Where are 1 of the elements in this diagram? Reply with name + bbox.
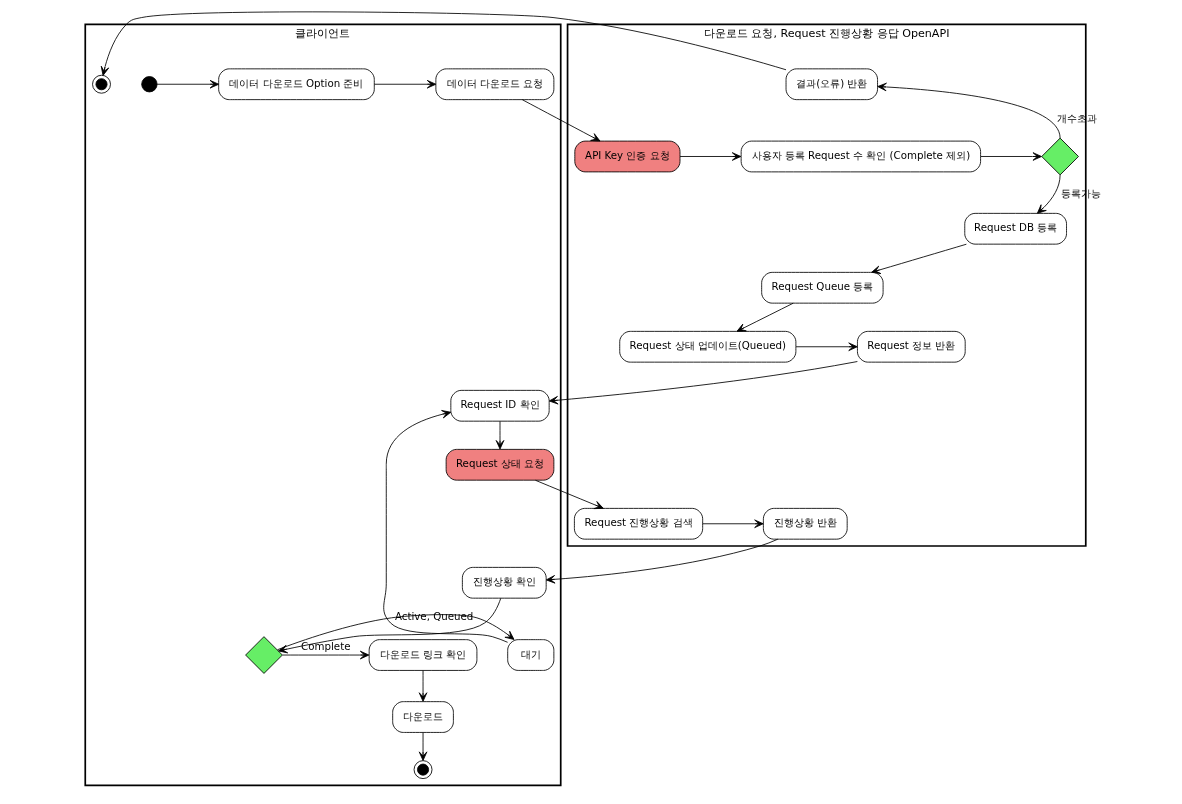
edge-label: Complete: [300, 639, 350, 652]
